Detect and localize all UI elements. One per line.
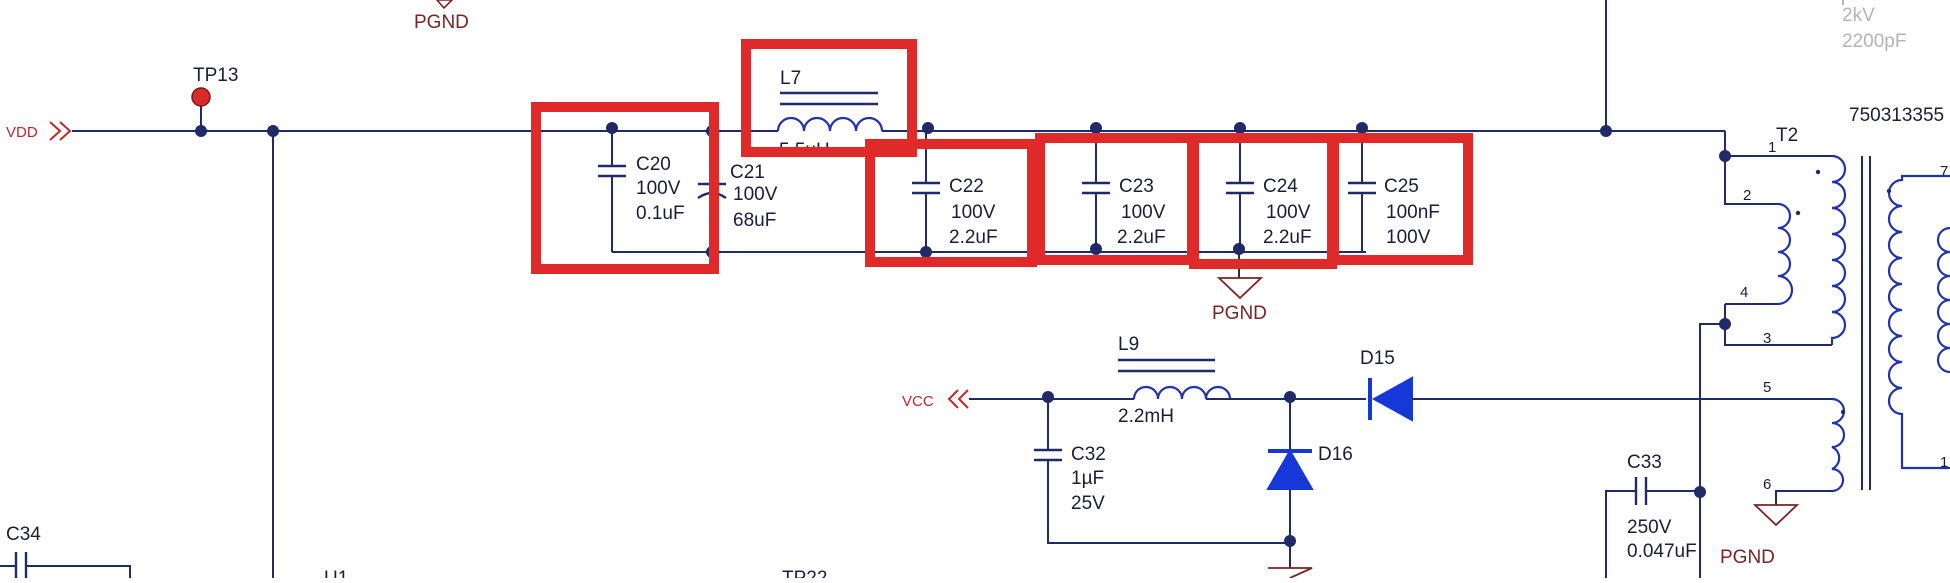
- pgnd-transformer-label: PGND: [1720, 547, 1775, 568]
- highlight-box-c23: [1035, 133, 1197, 265]
- c33-ref: C33: [1627, 452, 1662, 473]
- d16-ref: D16: [1318, 444, 1353, 465]
- c32-voltage: 25V: [1071, 493, 1105, 514]
- t2-pin-7: 7: [1940, 163, 1948, 180]
- u1-label: U1: [324, 568, 348, 578]
- c24-capacitor: C24 100V 2.2uF: [1226, 122, 1312, 255]
- t2-pin-1: 1: [1768, 139, 1776, 156]
- c21-ref: C21: [730, 162, 765, 183]
- vcc-net-port: VCC: [902, 389, 969, 410]
- t2-transformer: 750313355 T2 1 2 3 4 5 6 7 1: [1699, 105, 1950, 578]
- c32-capacitor: C32 1µF 25V: [1034, 399, 1290, 544]
- top-right-cap-value: 2200pF: [1842, 31, 1906, 52]
- d15-ref: D15: [1360, 348, 1395, 369]
- c24-ref: C24: [1263, 176, 1298, 197]
- c21-voltage: 100V: [733, 184, 778, 205]
- pgnd-top-symbol: PGND: [414, 0, 469, 33]
- c34-ref: C34: [6, 524, 41, 545]
- c22-value: 2.2uF: [949, 227, 998, 248]
- t2-pin-2: 2: [1743, 187, 1751, 204]
- c33-voltage: 250V: [1627, 517, 1672, 538]
- d15-diode: D15: [1360, 348, 1832, 422]
- c23-capacitor: C23 100V 2.2uF: [1082, 122, 1166, 255]
- t2-pin-5: 5: [1763, 379, 1771, 396]
- pgnd-top-label: PGND: [414, 12, 469, 33]
- c22-capacitor: C22 100V 2.2uF: [912, 131, 998, 258]
- vdd-net-port: VDD: [6, 121, 72, 141]
- highlight-box-c20: [531, 102, 719, 274]
- vdd-label: VDD: [6, 124, 38, 141]
- c21-value: 68uF: [733, 210, 776, 231]
- highlight-box-c25: [1329, 133, 1473, 265]
- c24-voltage: 100V: [1266, 202, 1311, 223]
- c25-ref: C25: [1384, 176, 1419, 197]
- c25-value: 100nF: [1386, 202, 1440, 223]
- t2-ref: T2: [1776, 125, 1798, 146]
- t2-pin-6: 6: [1763, 476, 1771, 493]
- pgnd-ground-symbol: PGND: [1212, 277, 1267, 324]
- highlight-box-l7: [741, 39, 917, 157]
- c23-voltage: 100V: [1121, 202, 1166, 223]
- tp22-label: TP22: [782, 568, 827, 578]
- c32-ref: C32: [1071, 444, 1106, 465]
- highlight-box-c22: [865, 139, 1037, 267]
- c25-capacitor: C25 100nF 100V: [1348, 122, 1440, 252]
- svg-text:1: 1: [1940, 454, 1948, 471]
- c25-voltage: 100V: [1386, 227, 1431, 248]
- c33-capacitor: C33 250V 0.047uF: [1605, 452, 1706, 578]
- t2-pin-3: 3: [1763, 330, 1771, 347]
- pgnd-transformer-ground: PGND: [1720, 491, 1800, 568]
- pgnd-label: PGND: [1212, 303, 1267, 324]
- tp13-label: TP13: [193, 65, 238, 86]
- c20-capacitor: C20 100V 0.1uF: [598, 122, 685, 252]
- t2-part-number: 750313355: [1849, 105, 1944, 126]
- c22-voltage: 100V: [951, 202, 996, 223]
- c20-voltage: 100V: [636, 178, 681, 199]
- l9-value: 2.2mH: [1118, 406, 1174, 427]
- c34-capacitor: C34: [0, 524, 131, 578]
- t2-pin-4: 4: [1740, 284, 1748, 301]
- tp13-test-point: TP13: [191, 65, 238, 131]
- c24-value: 2.2uF: [1263, 227, 1312, 248]
- top-right-cap-rating: 2kV: [1842, 5, 1875, 26]
- c32-value: 1µF: [1071, 468, 1104, 489]
- l9-ref: L9: [1118, 334, 1139, 355]
- c33-value: 0.047uF: [1627, 541, 1697, 562]
- c20-value: 0.1uF: [636, 203, 685, 224]
- vcc-label: VCC: [902, 393, 934, 410]
- d16-diode: D16: [1266, 399, 1353, 579]
- c22-ref: C22: [949, 176, 984, 197]
- l9-inductor: L9 2.2mH: [1118, 334, 1232, 427]
- c23-ref: C23: [1119, 176, 1154, 197]
- c20-ref: C20: [636, 154, 671, 175]
- c23-value: 2.2uF: [1117, 227, 1166, 248]
- l7-ref: L7: [780, 68, 801, 89]
